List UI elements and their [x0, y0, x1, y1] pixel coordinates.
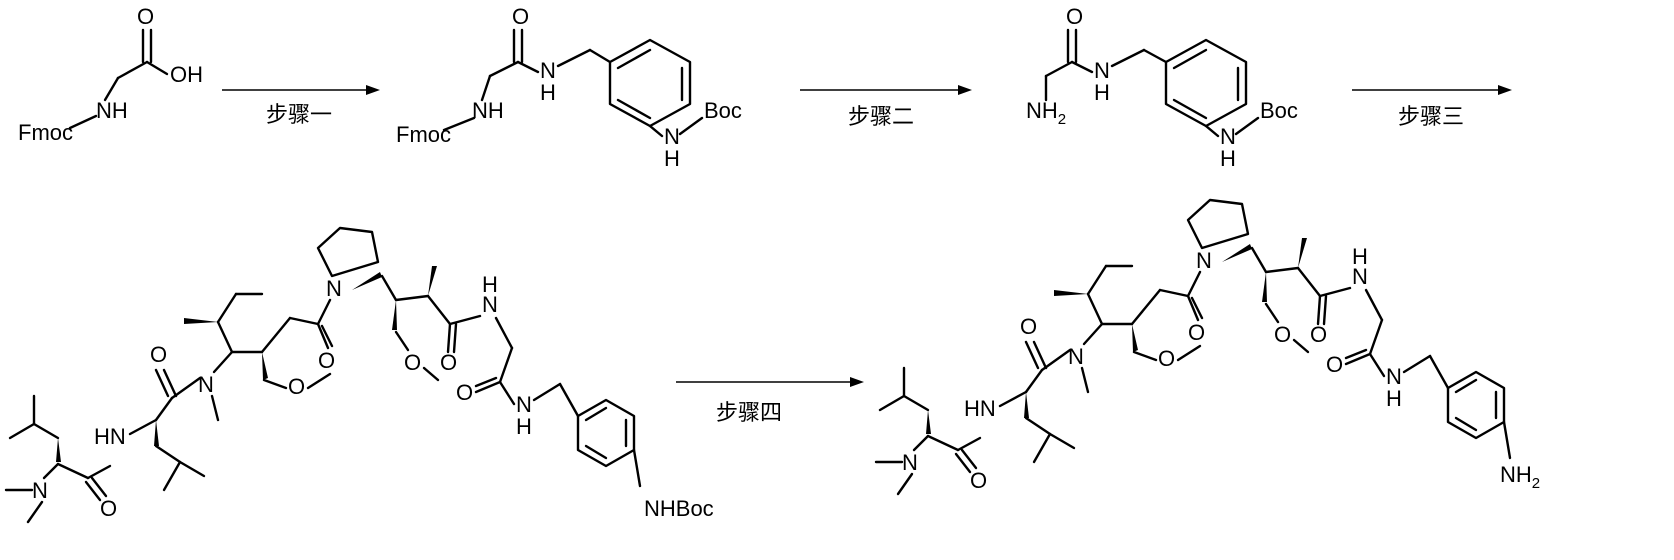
- atom-label-o: O: [456, 380, 473, 405]
- atom-label-o: O: [288, 374, 305, 399]
- atom-label-o: O: [440, 350, 457, 375]
- reaction-arrow-step4: 步骤四: [676, 377, 864, 425]
- atom-label-h: H: [1386, 386, 1402, 411]
- step4-label: 步骤四: [716, 400, 782, 425]
- atom-label-nhboc: NHBoc: [644, 496, 714, 521]
- compound-peptide-boc: N O HN O N O O N: [6, 228, 714, 522]
- atom-label-n: N: [326, 276, 342, 301]
- reaction-arrow-step1: 步骤一: [222, 85, 380, 127]
- atom-label-n: N: [902, 450, 918, 475]
- atom-label-nh2: NH2: [1500, 462, 1540, 492]
- step1-label: 步骤一: [266, 102, 332, 127]
- atom-label-o: O: [1066, 4, 1083, 29]
- atom-label-h: H: [482, 272, 498, 297]
- atom-label-n: N: [32, 478, 48, 503]
- atom-label-o: O: [1188, 320, 1205, 345]
- reaction-arrow-step3: 步骤三: [1352, 85, 1512, 129]
- atom-label-h: H: [540, 80, 556, 105]
- atom-label-o: O: [100, 496, 117, 521]
- reaction-arrow-step2: 步骤二: [800, 85, 972, 129]
- compound-peptide-amine: N O HN O N O O N: [876, 200, 1540, 494]
- atom-label-o: O: [1158, 346, 1175, 371]
- atom-label-o: O: [970, 468, 987, 493]
- atom-label-o: O: [1274, 322, 1291, 347]
- atom-label-o: O: [1326, 352, 1343, 377]
- atom-label-h: H: [1094, 80, 1110, 105]
- atom-label-n: N: [1196, 248, 1212, 273]
- atom-label-h: H: [1352, 244, 1368, 269]
- atom-label-o: O: [150, 342, 167, 367]
- atom-label-o: O: [137, 4, 154, 29]
- atom-label-n: N: [198, 372, 214, 397]
- step2-label: 步骤二: [848, 104, 914, 129]
- atom-label-fmoc: Fmoc: [396, 122, 451, 147]
- atom-label-h: H: [516, 414, 532, 439]
- atom-label-h: H: [1220, 146, 1236, 171]
- atom-label-oh: OH: [170, 62, 203, 87]
- atom-label-hn: HN: [94, 424, 126, 449]
- atom-label-n: N: [1068, 344, 1084, 369]
- atom-label-o: O: [512, 4, 529, 29]
- atom-label-o: O: [404, 350, 421, 375]
- atom-label-o: O: [1020, 314, 1037, 339]
- compound-fmoc-glycine: O OH NH Fmoc: [18, 4, 203, 145]
- step3-label: 步骤三: [1398, 104, 1464, 129]
- atom-label-fmoc: Fmoc: [18, 120, 73, 145]
- atom-label-hn: HN: [964, 396, 996, 421]
- compound-fmoc-gly-amide-boc: O NH Fmoc N H N H Boc: [396, 4, 742, 171]
- compound-gly-amide-boc-amine: O NH2 N H N H Boc: [1026, 4, 1298, 171]
- atom-label-h: H: [664, 146, 680, 171]
- atom-label-boc: Boc: [1260, 98, 1298, 123]
- atom-label-o: O: [1310, 322, 1327, 347]
- atom-label-nh: NH: [96, 98, 128, 123]
- atom-label-o: O: [318, 348, 335, 373]
- atom-label-nh2: NH2: [1026, 98, 1066, 128]
- atom-label-boc: Boc: [704, 98, 742, 123]
- atom-label-nh: NH: [472, 98, 504, 123]
